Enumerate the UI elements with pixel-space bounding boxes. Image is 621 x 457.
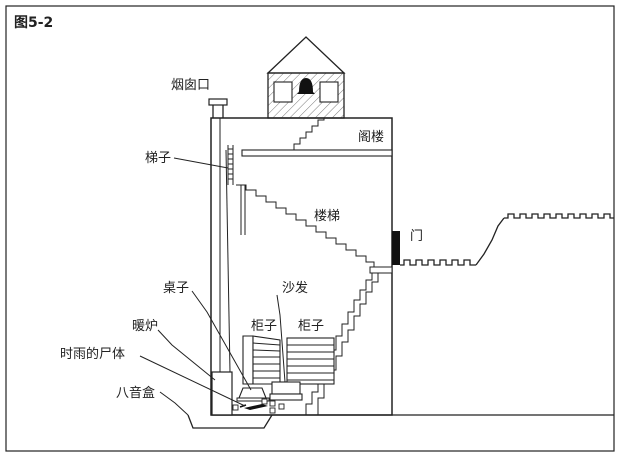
label-cabinet-right: 柜子 [298,319,324,334]
label-attic: 阁楼 [358,130,384,145]
figure-frame [5,5,615,452]
label-stove: 暖炉 [132,319,158,334]
table [236,387,270,402]
label-sofa: 沙发 [282,280,308,296]
sofa [269,381,303,401]
left-cabinet [242,335,281,385]
outside-wall-top [504,213,614,219]
attic-floor [241,149,393,157]
floor-marker [232,404,239,411]
label-table: 桌子 [163,281,189,296]
lower-staircase [305,273,373,415]
attic-steps [293,118,325,150]
leader-body [139,355,246,407]
leader-stove [157,329,216,381]
label-cabinet-left: 柜子 [251,319,277,334]
bell-icon [297,78,315,94]
ladder [227,145,246,235]
label-music-box: 八音盒 [116,385,155,401]
floor-marker [261,398,268,405]
label-door: 门 [410,229,423,244]
stair-landing [369,266,393,274]
label-body: 时雨的尸体 [60,346,125,362]
chimney [208,98,231,373]
leader-sofa [276,294,286,383]
outside-wall [400,259,476,266]
body-marker [239,404,268,410]
figure-title: 图5-2 [14,15,53,31]
label-staircase: 楼梯 [314,209,340,224]
outside-wall-slope [475,217,505,266]
floor-marker [278,403,285,410]
bell-house [266,36,346,119]
leader-music-box [159,391,189,416]
leader-table [191,290,252,391]
door-icon [392,231,400,265]
upper-staircase [236,184,375,270]
floor-marker [269,407,276,414]
leader-ladder [173,157,229,169]
label-ladder: 梯子 [145,151,171,166]
floor-marker [269,400,276,407]
basement-outline [187,414,273,429]
right-cabinet [286,337,335,385]
label-chimney-outlet: 烟囱口 [171,78,210,93]
stove [211,371,233,416]
